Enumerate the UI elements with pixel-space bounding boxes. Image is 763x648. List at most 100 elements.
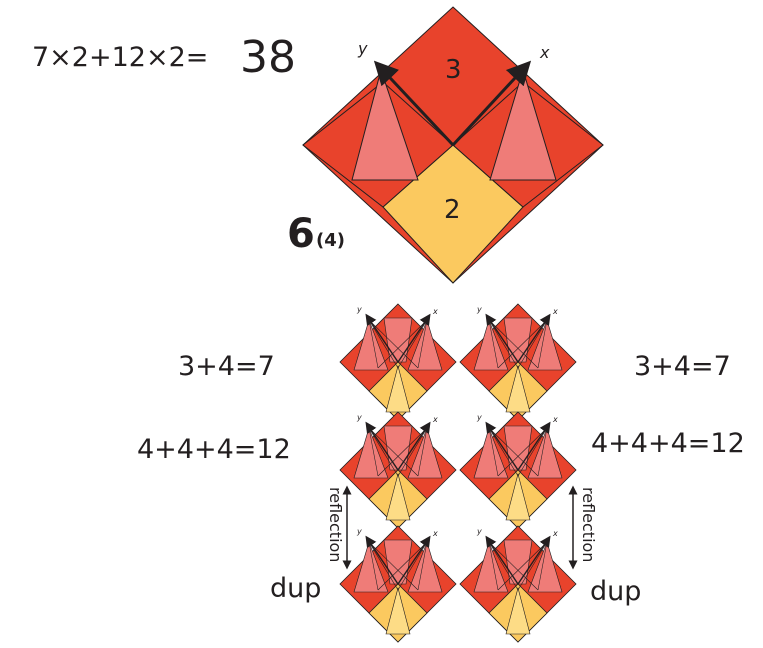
small-tile-fan-line	[488, 427, 539, 477]
small-tile-fan-line	[368, 541, 399, 591]
small-tile: xy	[339, 525, 457, 643]
small-tile-axis-y-label: y	[476, 413, 482, 422]
small-tile-axis-x	[397, 313, 431, 363]
small-tile-fan-line	[368, 541, 419, 591]
group-label-main: 6	[287, 211, 315, 257]
small-tile-fan-line	[368, 319, 399, 369]
small-tile-axis-x	[397, 535, 431, 585]
small-tile-pink-left	[473, 541, 509, 593]
small-tile-fan-line	[517, 319, 548, 369]
small-tile-axis-y	[485, 535, 519, 585]
small-tile-fan-line	[368, 427, 419, 477]
small-tile-axis-y-label: y	[476, 305, 482, 314]
small-tile-pink-right	[407, 541, 443, 593]
small-tile-fan-line	[377, 427, 428, 477]
small-tile-fan-line	[497, 319, 548, 369]
small-tile-fan-line	[488, 427, 519, 477]
small-tile-axis-x-label: x	[552, 307, 558, 316]
small-tile: xy	[459, 411, 577, 529]
small-tile-fan-line	[488, 319, 519, 369]
small-tile: xy	[459, 525, 577, 643]
small-tile-fan-line	[517, 427, 548, 477]
small-tile-fan-line	[397, 427, 428, 477]
main-axis-y-arrow	[373, 60, 455, 147]
small-tile-yellow-inner	[385, 586, 411, 635]
small-tile-pink-right	[527, 319, 563, 371]
small-tile-fan-line	[497, 427, 548, 477]
small-tile-fan-line	[537, 319, 548, 369]
small-tile: xy	[339, 303, 457, 421]
small-tile-axis-y-label: y	[356, 305, 362, 314]
small-tile-pink-left	[473, 427, 509, 479]
small-tile-pink-right	[407, 427, 443, 479]
small-tile-axis-y	[365, 421, 399, 471]
dup-left-label: dup	[270, 573, 321, 604]
main-axis-x-arrow	[451, 60, 532, 147]
main-top-label: 3	[445, 55, 462, 85]
small-tile-axis-x-label: x	[432, 529, 438, 538]
row2-right-label: 4+4+4=12	[591, 428, 745, 459]
small-tile-fan-line	[368, 541, 379, 591]
small-tile-fan-line	[517, 541, 548, 591]
row2-left-label: 4+4+4=12	[137, 434, 291, 465]
small-tile-yellow-inner	[505, 472, 531, 521]
small-tile-pink-left	[353, 319, 389, 371]
small-tile-pink-left	[353, 427, 389, 479]
small-tile-axis-x-label: x	[552, 529, 558, 538]
small-tile-axis-x	[517, 421, 551, 471]
reflection-left-label: reflection	[326, 487, 345, 562]
small-tile-axis-x	[517, 313, 551, 363]
small-tile-fan-line	[368, 427, 399, 477]
row1-left-label: 3+4=7	[178, 351, 275, 382]
group-label-sub: (4)	[316, 230, 345, 251]
small-tile-fan-line	[377, 541, 428, 591]
small-tile: xy	[459, 303, 577, 421]
small-tile-axis-y	[485, 313, 519, 363]
small-tile-fan-line	[488, 541, 519, 591]
small-tile: xy	[339, 411, 457, 529]
small-tile-fan-line	[488, 541, 499, 591]
small-tile-axis-x-label: x	[552, 415, 558, 424]
dup-right-label: dup	[590, 576, 641, 607]
small-tile-axis-x-label: x	[432, 415, 438, 424]
small-tile-fan-line	[488, 541, 539, 591]
small-tile-axis-y-label: y	[356, 413, 362, 422]
small-tile-axis-y-label: y	[476, 527, 482, 536]
small-tile-axis-y	[365, 535, 399, 585]
formula-text: 7×2+12×2=	[32, 42, 208, 73]
small-tile-fan-line	[488, 319, 499, 369]
small-tile-fan-line	[417, 541, 428, 591]
small-tile-fan-line	[397, 541, 428, 591]
reflection-right-label: reflection	[579, 487, 598, 562]
small-tile-axis-x-label: x	[432, 307, 438, 316]
small-tile-pink-left	[353, 541, 389, 593]
main-axis-y-label: y	[357, 39, 368, 58]
small-tile-fan-line	[377, 319, 428, 369]
small-tile-fan-line	[488, 319, 539, 369]
small-tile-pink-right	[527, 541, 563, 593]
main-left-pink-triangle	[351, 68, 419, 181]
small-tile-fan-line	[397, 319, 428, 369]
small-tile-fan-line	[368, 427, 379, 477]
small-tile-fan-line	[368, 319, 419, 369]
main-tile: x y 3 2	[302, 6, 604, 284]
main-right-pink-triangle	[489, 68, 557, 181]
main-axis-x-label: x	[539, 43, 550, 62]
small-tile-fan-line	[537, 541, 548, 591]
small-tile-fan-line	[417, 319, 428, 369]
small-tile-yellow-inner	[385, 472, 411, 521]
small-tile-fan-line	[537, 427, 548, 477]
small-tile-axis-y-label: y	[356, 527, 362, 536]
small-tile-yellow-inner	[505, 586, 531, 635]
small-tile-fan-line	[488, 427, 499, 477]
small-tile-axis-x	[397, 421, 431, 471]
formula-result: 38	[240, 32, 296, 83]
small-tile-axis-x	[517, 535, 551, 585]
small-tile-pink-right	[407, 319, 443, 371]
small-tile-axis-y	[485, 421, 519, 471]
small-tile-axis-y	[365, 313, 399, 363]
small-tile-fan-line	[417, 427, 428, 477]
row1-right-label: 3+4=7	[634, 351, 731, 382]
